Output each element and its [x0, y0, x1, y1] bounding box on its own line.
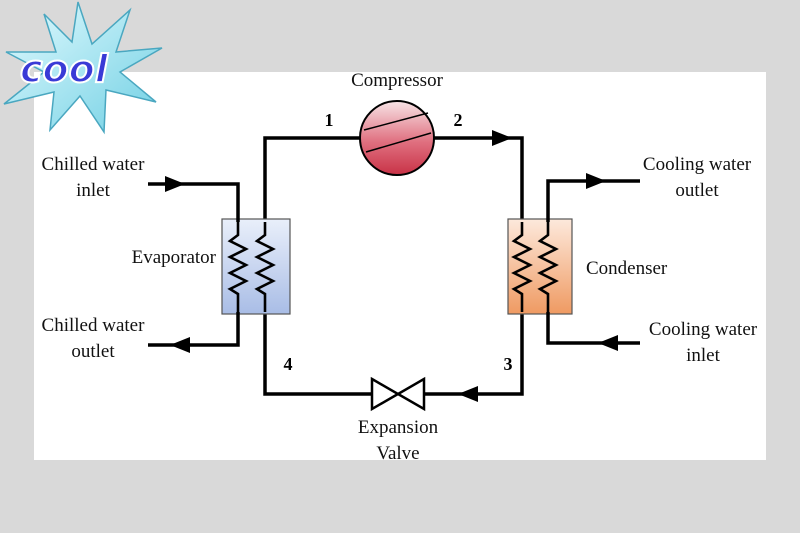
liquid-line	[424, 312, 524, 396]
expansion-valve: Expansion Valve	[358, 376, 439, 464]
expansion-valve-label-line2: Valve	[376, 443, 419, 464]
cooling-water-inlet-label-line2: inlet	[686, 345, 720, 366]
condenser: Condenser	[507, 218, 668, 315]
state-point-1: 1	[325, 110, 334, 130]
cooling-water-outlet-label-line1: Cooling water	[643, 154, 752, 175]
flow-arrow-3	[458, 386, 478, 402]
chilled-water-outlet-label-line2: outlet	[71, 341, 115, 362]
chilled-water-inlet-line	[148, 182, 240, 222]
chilled-water-outlet-label-line1: Chilled water	[42, 315, 146, 336]
chilled-water-outlet-line	[148, 312, 240, 347]
cooling-water-outlet-label-line2: outlet	[675, 180, 719, 201]
evaporator: Evaporator	[132, 218, 291, 315]
condenser-label: Condenser	[586, 258, 668, 279]
condenser-shell	[507, 218, 573, 315]
flow-arrow-2	[492, 130, 512, 146]
chilled-water-lines	[148, 176, 240, 353]
starburst-icon	[3, 1, 163, 135]
cooling-water-inlet-line	[546, 312, 640, 345]
cooling-water-outlet-line	[546, 179, 640, 222]
suction-line	[263, 136, 360, 222]
state-point-3: 3	[504, 354, 513, 374]
cooling-water-inlet-label-line1: Cooling water	[649, 319, 758, 340]
valve-right-triangle	[395, 376, 426, 412]
state-point-2: 2	[454, 110, 463, 130]
cooling-water-inlet-arrow	[598, 335, 618, 351]
badge-text: cool	[20, 47, 109, 91]
state-point-4: 4	[284, 354, 293, 374]
chilled-water-inlet-label-line1: Chilled water	[42, 154, 146, 175]
refrigerant-loop	[263, 130, 524, 402]
compressor-label: Compressor	[351, 70, 444, 91]
evaporator-label: Evaporator	[132, 247, 217, 268]
compressor: Compressor	[351, 70, 444, 176]
cool-badge: cool	[3, 1, 163, 135]
stream-labels: Chilled water inlet Chilled water outlet…	[42, 154, 758, 366]
chilled-water-inlet-arrow	[165, 176, 185, 192]
cooling-water-outlet-arrow	[586, 173, 606, 189]
state-points: 1 2 3 4	[284, 110, 513, 374]
expansion-valve-label-line1: Expansion	[358, 417, 439, 438]
compressor-body	[359, 100, 435, 176]
evaporator-refrigerant-coil	[254, 222, 276, 312]
condenser-refrigerant-coil	[511, 222, 533, 312]
valve-left-triangle	[370, 376, 401, 412]
evaporator-water-coil	[227, 222, 249, 312]
chilled-water-inlet-label-line2: inlet	[76, 180, 110, 201]
chilled-water-outlet-arrow	[170, 337, 190, 353]
condenser-water-coil	[537, 222, 559, 312]
evaporator-shell	[221, 218, 291, 315]
mixture-line	[263, 312, 372, 396]
discharge-line	[434, 136, 524, 222]
cooling-water-lines	[546, 173, 640, 351]
